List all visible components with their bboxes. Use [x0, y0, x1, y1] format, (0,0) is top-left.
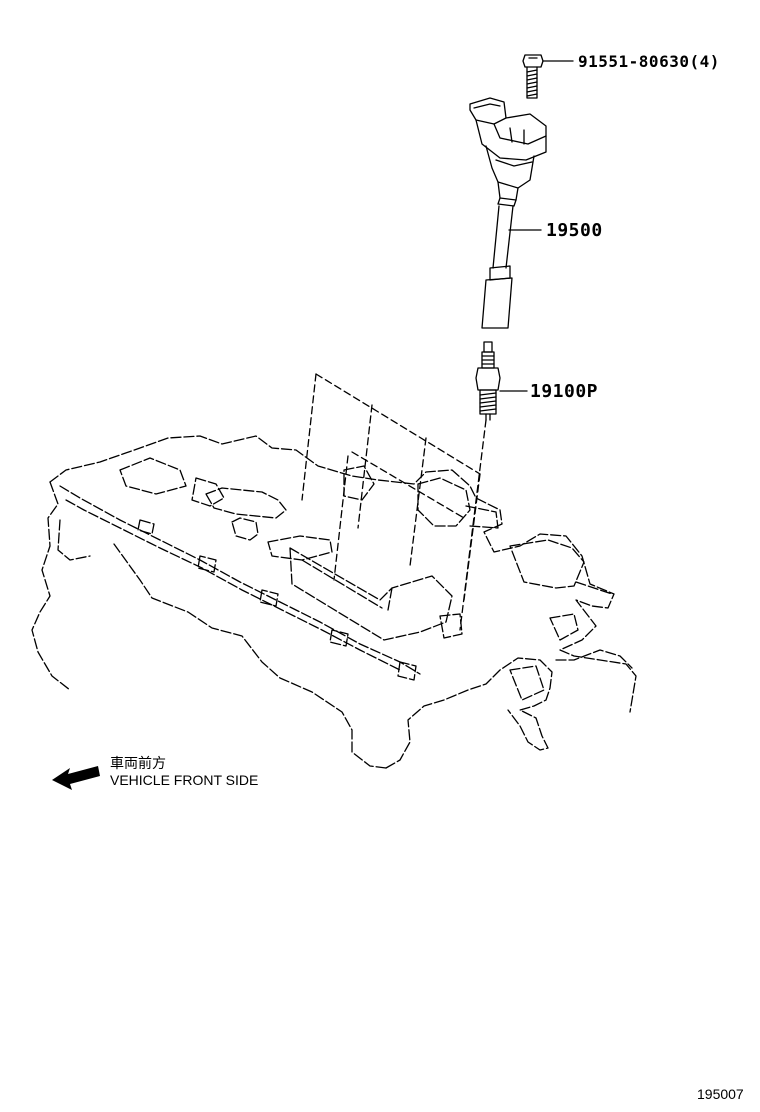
figure-number: 195007 [697, 1086, 744, 1102]
engine-outline [31, 435, 637, 769]
ignition-coil-drawing [469, 97, 547, 329]
part-label-bolt: 91551-80630(4) [578, 52, 720, 71]
arrow-left-icon [52, 766, 100, 790]
bolt-drawing [522, 54, 544, 99]
part-label-ignition-coil: 19500 [546, 220, 603, 241]
direction-label-english: VEHICLE FRONT SIDE [110, 772, 259, 788]
spark-plug-drawing [475, 341, 501, 421]
part-label-spark-plug: 19100P [530, 381, 599, 402]
installation-guide-lines [301, 373, 487, 631]
direction-label-japanese: 車両前方 [110, 755, 166, 771]
